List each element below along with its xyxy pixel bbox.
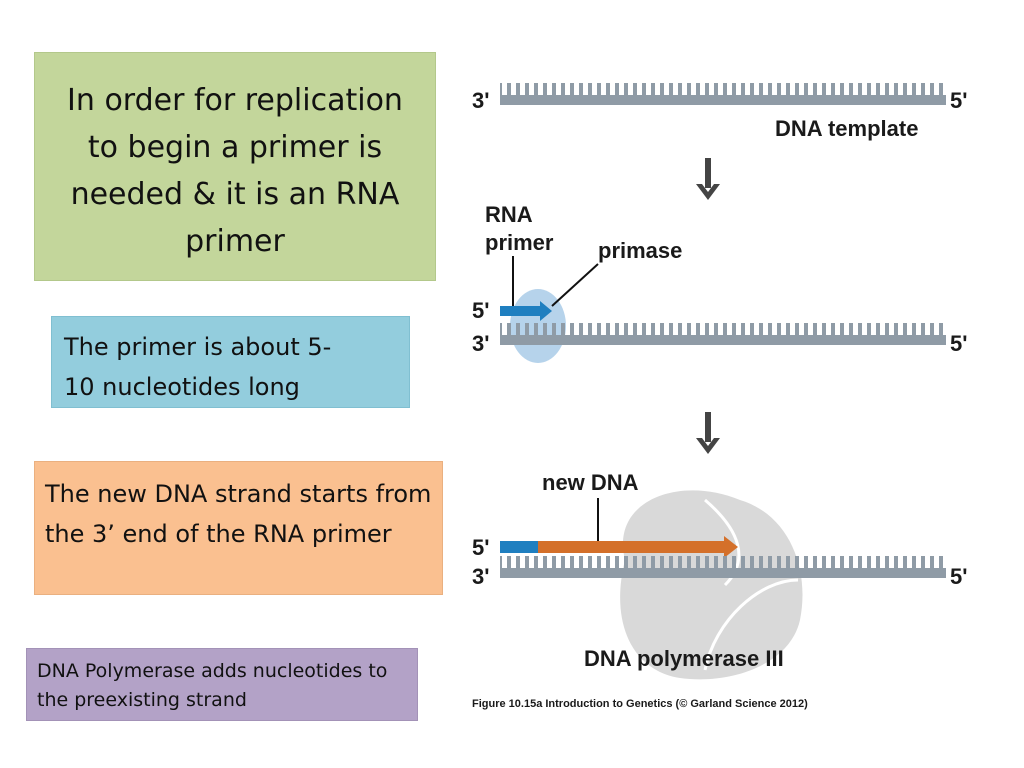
down-arrow-icon <box>696 412 720 454</box>
template-strand <box>500 95 946 105</box>
rna-primer-strand-2 <box>500 541 538 553</box>
template-bases-3 <box>500 556 946 568</box>
down-arrow-icon <box>696 158 720 200</box>
three-prime-label-3: 3' <box>472 564 489 589</box>
template-panel: 3' 5' DNA template <box>472 83 967 141</box>
primer-arrow-icon <box>540 301 552 321</box>
new-dna-strand <box>538 541 724 553</box>
text-box-new-strand: The new DNA strand starts from the 3’ en… <box>34 461 443 595</box>
template-bases <box>500 83 946 95</box>
polymerase-panel: new DNA 5' 3' 5' DNA polymerase III <box>472 470 967 680</box>
new-dna-arrow-icon <box>724 536 738 558</box>
three-prime-label: 3' <box>472 88 489 113</box>
primase-panel: RNA primer primase 5' 3' 5' <box>472 202 967 363</box>
dna-replication-diagram: 3' 5' DNA template RNA primer primase 5'… <box>472 83 967 710</box>
rna-label: RNA <box>485 202 533 227</box>
text-box-rna-primer: In order for replication to begin a prim… <box>34 52 436 281</box>
dna-polymerase-label: DNA polymerase III <box>584 646 784 671</box>
text-box-new-strand-text: The new DNA strand starts from the 3’ en… <box>45 480 432 548</box>
five-prime-label-2: 5' <box>472 298 489 323</box>
primase-pointer <box>551 263 599 307</box>
dna-template-label: DNA template <box>775 116 918 141</box>
five-prime-label-3: 5' <box>950 331 967 356</box>
five-prime-label-4: 5' <box>472 535 489 560</box>
figure-caption: Figure 10.15a Introduction to Genetics (… <box>472 698 808 710</box>
rna-primer-strand <box>500 306 540 316</box>
template-strand-3 <box>500 568 946 578</box>
template-strand-2 <box>500 335 946 345</box>
text-box-rna-primer-text: In order for replication to begin a prim… <box>67 83 403 259</box>
new-dna-label: new DNA <box>542 470 639 495</box>
primase-label: primase <box>598 238 682 263</box>
three-prime-label-2: 3' <box>472 331 489 356</box>
primer-label: primer <box>485 230 554 255</box>
five-prime-label: 5' <box>950 88 967 113</box>
text-box-dna-polymerase: DNA Polymerase adds nucleotides to the p… <box>26 648 418 721</box>
dna-polymerase-enzyme <box>620 490 803 680</box>
text-box-primer-length-text: The primer is about 5- 10 nucleotides lo… <box>64 333 332 401</box>
five-prime-label-5: 5' <box>950 564 967 589</box>
template-bases-2 <box>500 323 946 335</box>
text-box-dna-polymerase-text: DNA Polymerase adds nucleotides to the p… <box>37 660 388 711</box>
text-box-primer-length: The primer is about 5- 10 nucleotides lo… <box>51 316 410 408</box>
